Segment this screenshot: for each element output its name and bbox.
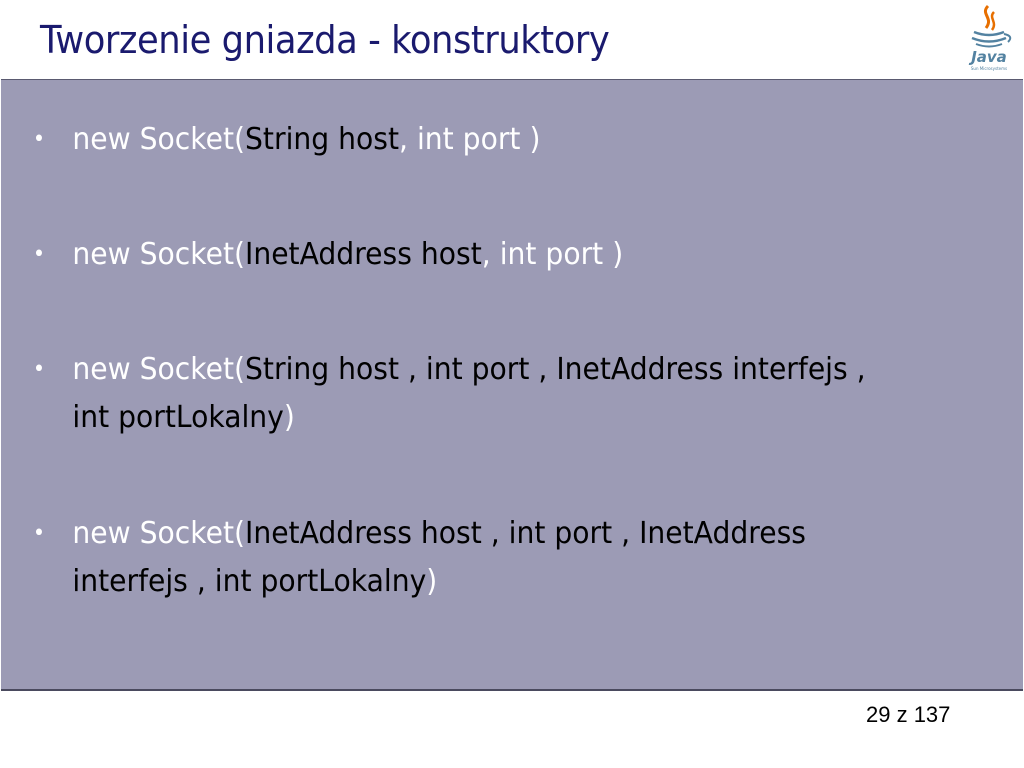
bullet-dot-icon: • (32, 521, 46, 546)
constructor-prefix: new Socket( (72, 516, 246, 551)
constructor-close: ) (283, 400, 295, 435)
constructor-prefix: new Socket( (72, 122, 246, 157)
constructor-close: ) (612, 237, 624, 272)
slide-title: Tworzenie gniazda - konstruktory (40, 18, 610, 62)
constructor-close: ) (426, 564, 438, 599)
logo-text: Java (968, 48, 1007, 66)
bullet-item: • new Socket(InetAddress host, int port ) (31, 231, 905, 279)
constructor-prefix: new Socket( (72, 352, 246, 387)
constructor-close: ) (529, 122, 541, 157)
bullet-item: • new Socket(InetAddress host , int port … (31, 510, 905, 606)
bullet-item: • new Socket(String host , int port , Ine… (31, 346, 905, 442)
constructor-args-rest: int port (416, 122, 530, 157)
svg-text:Sun Microsystems: Sun Microsystems (971, 66, 1007, 71)
bullet-list: •new Socket(String host, int port ) •new… (31, 116, 961, 673)
bullet-dot-icon: • (32, 242, 46, 267)
java-logo-icon: Java Sun Microsystems (968, 4, 1012, 71)
constructor-args: String host , int port , InetAddress int… (72, 352, 866, 435)
arg-separator: , (481, 237, 500, 272)
bullet-item: • new Socket(String host, int port ) (31, 116, 905, 164)
bullet-dot-icon: • (32, 127, 46, 152)
constructor-args: InetAddress host (245, 237, 482, 272)
content-panel: •new Socket(String host, int port ) •new… (1, 79, 1023, 691)
constructor-args-rest: int port (499, 237, 613, 272)
bullet-dot-icon: • (32, 357, 46, 382)
constructor-args: InetAddress host , int port , InetAddres… (72, 516, 806, 599)
page-number: 29 z 137 (866, 702, 951, 727)
constructor-args: String host (245, 122, 400, 157)
constructor-prefix: new Socket( (72, 237, 246, 272)
arg-separator: , (399, 122, 417, 157)
